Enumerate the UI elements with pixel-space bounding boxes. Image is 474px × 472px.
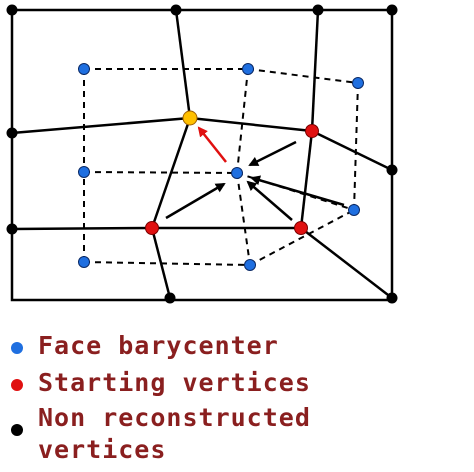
dashed-grid <box>83 68 359 266</box>
reconstructed-vertex <box>182 110 198 126</box>
legend-label: Non reconstructed <box>38 403 311 432</box>
blue-dot-icon <box>11 342 23 354</box>
mesh-diagram <box>6 4 398 304</box>
mesh-edges <box>11 9 393 299</box>
legend-label-continued: vertices <box>38 435 167 464</box>
non-reconstructed-vertices <box>6 4 398 304</box>
legend-item-starting-vertices: Starting vertices <box>0 367 474 403</box>
red-dot-icon <box>11 379 23 391</box>
legend-item-non-reconstructed: Non reconstructed <box>0 402 474 438</box>
legend-item-face-barycenter: Face barycenter <box>0 330 474 366</box>
starting-vertices <box>145 124 319 235</box>
black-arrows <box>165 140 345 221</box>
legend-label: Face barycenter <box>38 331 279 360</box>
outer-frame <box>10 8 394 302</box>
black-dot-icon <box>11 424 23 436</box>
red-arrow <box>197 126 227 163</box>
legend-label: Starting vertices <box>38 368 311 397</box>
legend-item-non-reconstructed-cont: vertices <box>0 434 474 470</box>
face-barycenters <box>78 63 364 271</box>
